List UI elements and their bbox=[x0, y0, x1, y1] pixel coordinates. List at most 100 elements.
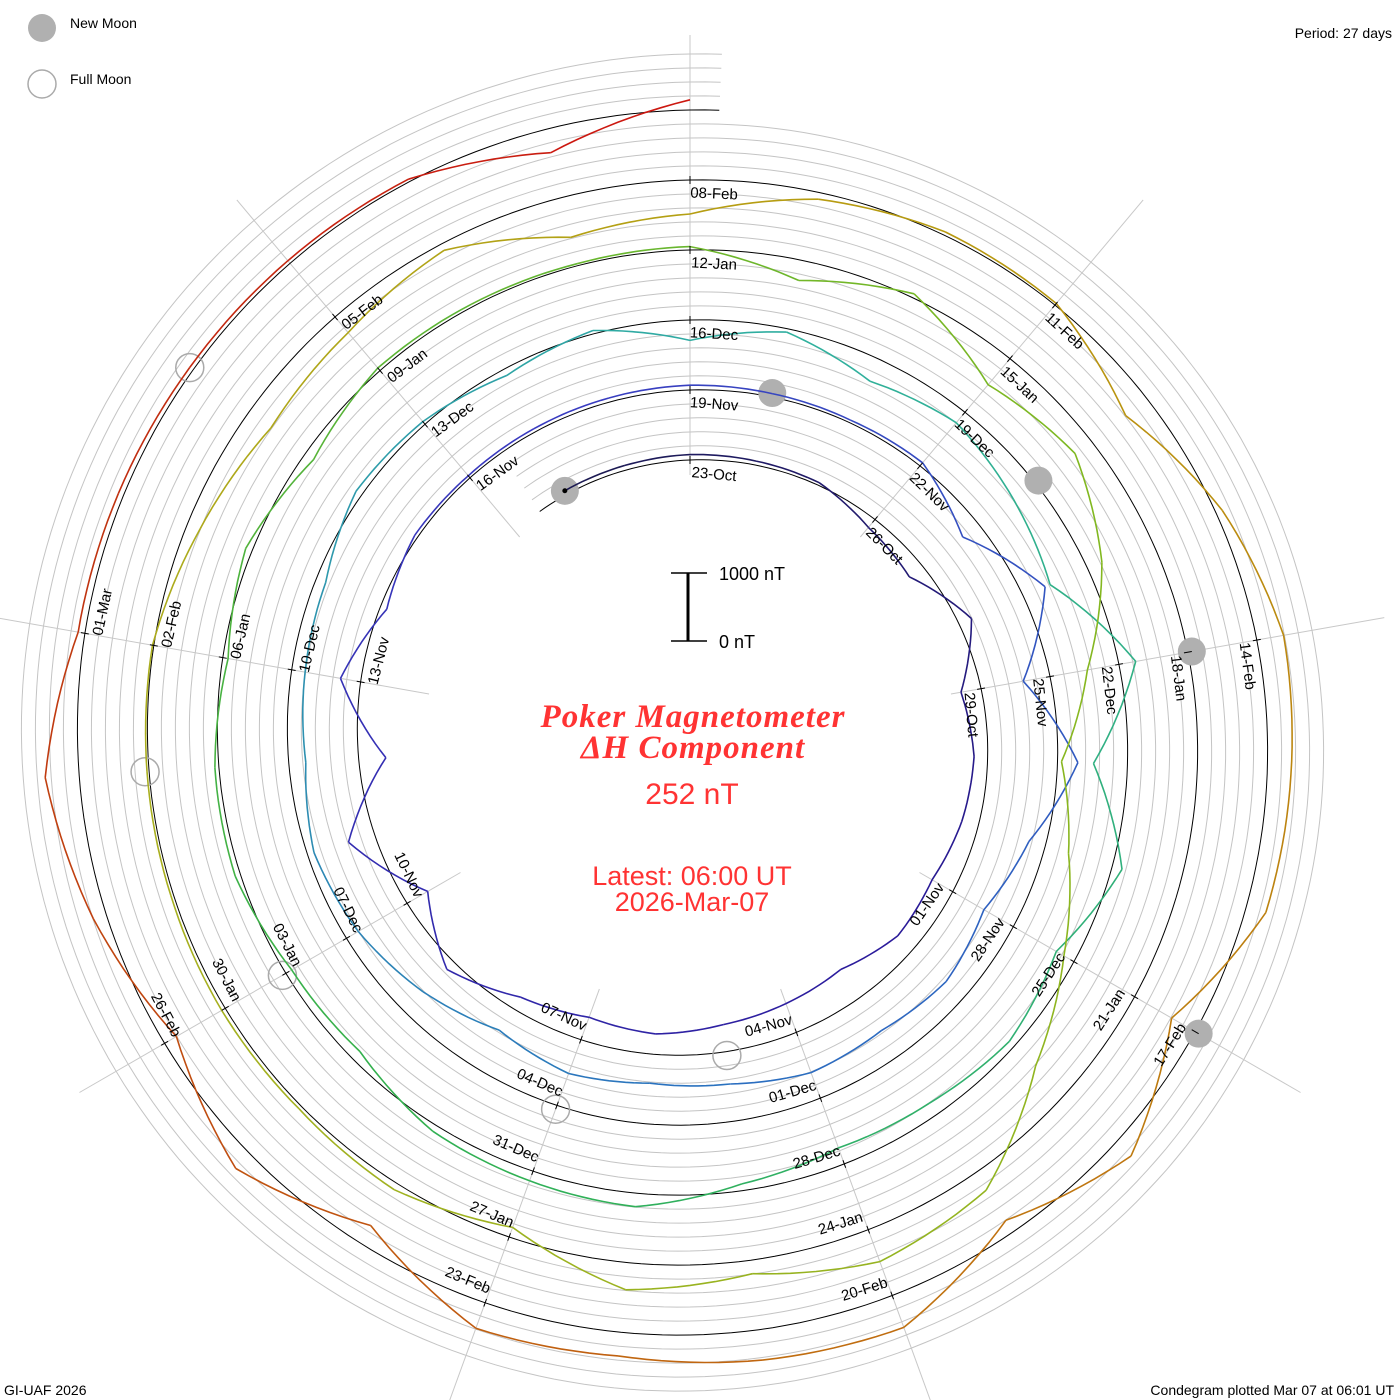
date-label: 21-Jan bbox=[1090, 986, 1129, 1034]
data-segment bbox=[723, 1002, 787, 1026]
data-segment bbox=[689, 331, 787, 342]
data-segment bbox=[771, 392, 851, 421]
full-moon-marker bbox=[540, 1094, 571, 1124]
data-segment bbox=[347, 757, 387, 843]
data-segment bbox=[593, 329, 691, 342]
data-segment bbox=[467, 428, 535, 477]
data-segment bbox=[270, 332, 349, 429]
legend-full-moon: Full Moon bbox=[70, 71, 131, 87]
date-label: 02-Feb bbox=[158, 599, 185, 649]
data-segment bbox=[324, 490, 357, 583]
data-segment bbox=[985, 1065, 1037, 1191]
date-label: 17-Feb bbox=[1150, 1020, 1190, 1069]
data-segment bbox=[189, 260, 289, 368]
data-segment bbox=[762, 1326, 905, 1361]
date-tick bbox=[218, 656, 227, 659]
date-tick bbox=[507, 1233, 511, 1241]
date-label: 26-Feb bbox=[147, 990, 184, 1040]
date-tick bbox=[332, 313, 338, 321]
data-segment bbox=[227, 548, 247, 659]
date-label: 14-Feb bbox=[1236, 641, 1259, 690]
data-segment bbox=[234, 875, 293, 971]
data-segment bbox=[798, 279, 915, 295]
full-moon-marker bbox=[712, 1040, 742, 1071]
data-segment bbox=[1022, 586, 1046, 682]
scale-top-label: 1000 nT bbox=[719, 564, 785, 584]
data-segment bbox=[386, 534, 416, 610]
footer-credit: GI-UAF 2026 bbox=[4, 1382, 87, 1398]
data-segment bbox=[961, 756, 975, 822]
grid-spirals bbox=[20, 53, 1325, 1392]
date-tick bbox=[221, 1005, 229, 1011]
date-tick bbox=[1191, 1029, 1199, 1035]
data-segment bbox=[588, 1016, 656, 1035]
date-tick bbox=[422, 420, 428, 428]
data-segment bbox=[1060, 761, 1070, 854]
date-tick bbox=[1183, 651, 1192, 654]
date-tick bbox=[555, 1101, 559, 1110]
data-segment bbox=[879, 1189, 987, 1263]
data-segment bbox=[908, 576, 973, 620]
baseline-line bbox=[76, 109, 1269, 1336]
data-segment bbox=[44, 777, 95, 919]
data-segment bbox=[426, 891, 448, 970]
date-label: 29-Oct bbox=[960, 692, 981, 739]
data-segment bbox=[624, 453, 691, 467]
data-segment bbox=[755, 460, 820, 484]
date-label: 23-Oct bbox=[691, 464, 738, 485]
date-tick bbox=[467, 474, 473, 482]
data-segment bbox=[903, 1219, 1007, 1329]
data-series bbox=[44, 99, 1293, 1364]
baseline-spiral bbox=[76, 109, 1269, 1336]
data-segment bbox=[377, 303, 472, 369]
data-segment bbox=[245, 459, 315, 549]
chart-subtitle: ΔH Component bbox=[579, 730, 805, 766]
date-label: 08-Feb bbox=[690, 184, 738, 203]
data-segment bbox=[945, 909, 985, 983]
data-segment bbox=[44, 631, 79, 778]
data-segment bbox=[304, 762, 315, 853]
date-tick bbox=[977, 687, 986, 690]
full-moon-legend-icon bbox=[27, 69, 57, 99]
date-tick bbox=[1114, 663, 1123, 666]
date-label: 10-Dec bbox=[296, 623, 324, 674]
new-moon-legend-icon bbox=[28, 14, 56, 42]
date-label: 18-Jan bbox=[1167, 654, 1190, 702]
date-tick bbox=[531, 1167, 535, 1176]
data-segment bbox=[785, 968, 842, 1005]
data-segment bbox=[214, 658, 229, 768]
data-segment bbox=[221, 1009, 300, 1110]
data-segment bbox=[92, 918, 177, 1038]
date-tick bbox=[342, 935, 351, 941]
data-segment bbox=[475, 1327, 619, 1357]
data-segment bbox=[608, 384, 691, 399]
data-segment bbox=[370, 1224, 477, 1329]
data-segment bbox=[913, 293, 989, 386]
date-tick bbox=[1045, 675, 1055, 678]
grid-spiral bbox=[48, 81, 1297, 1364]
data-segment bbox=[955, 422, 1015, 500]
date-tick bbox=[890, 1291, 895, 1300]
data-segment bbox=[301, 672, 307, 763]
date-label: 19-Dec bbox=[951, 416, 998, 462]
date-tick bbox=[282, 970, 290, 976]
date-label: 04-Dec bbox=[514, 1065, 566, 1100]
date-label: 16-Nov bbox=[473, 452, 523, 494]
data-segment bbox=[146, 771, 172, 896]
data-segment bbox=[690, 384, 773, 395]
date-label: 13-Dec bbox=[428, 398, 477, 441]
date-tick bbox=[794, 1028, 799, 1037]
date-tick bbox=[80, 632, 89, 635]
data-segment bbox=[730, 1071, 812, 1085]
legend-new-moon: New Moon bbox=[70, 15, 137, 31]
data-segment bbox=[144, 645, 154, 772]
date-label: 28-Nov bbox=[968, 914, 1009, 964]
data-segment bbox=[1055, 303, 1127, 416]
date-tick bbox=[1252, 638, 1261, 642]
data-segment bbox=[175, 1036, 237, 1169]
date-label: 20-Feb bbox=[839, 1274, 889, 1305]
data-segment bbox=[529, 1180, 636, 1208]
data-segment bbox=[1012, 498, 1051, 585]
data-segment bbox=[1055, 868, 1123, 953]
date-label: 09-Jan bbox=[384, 345, 431, 386]
